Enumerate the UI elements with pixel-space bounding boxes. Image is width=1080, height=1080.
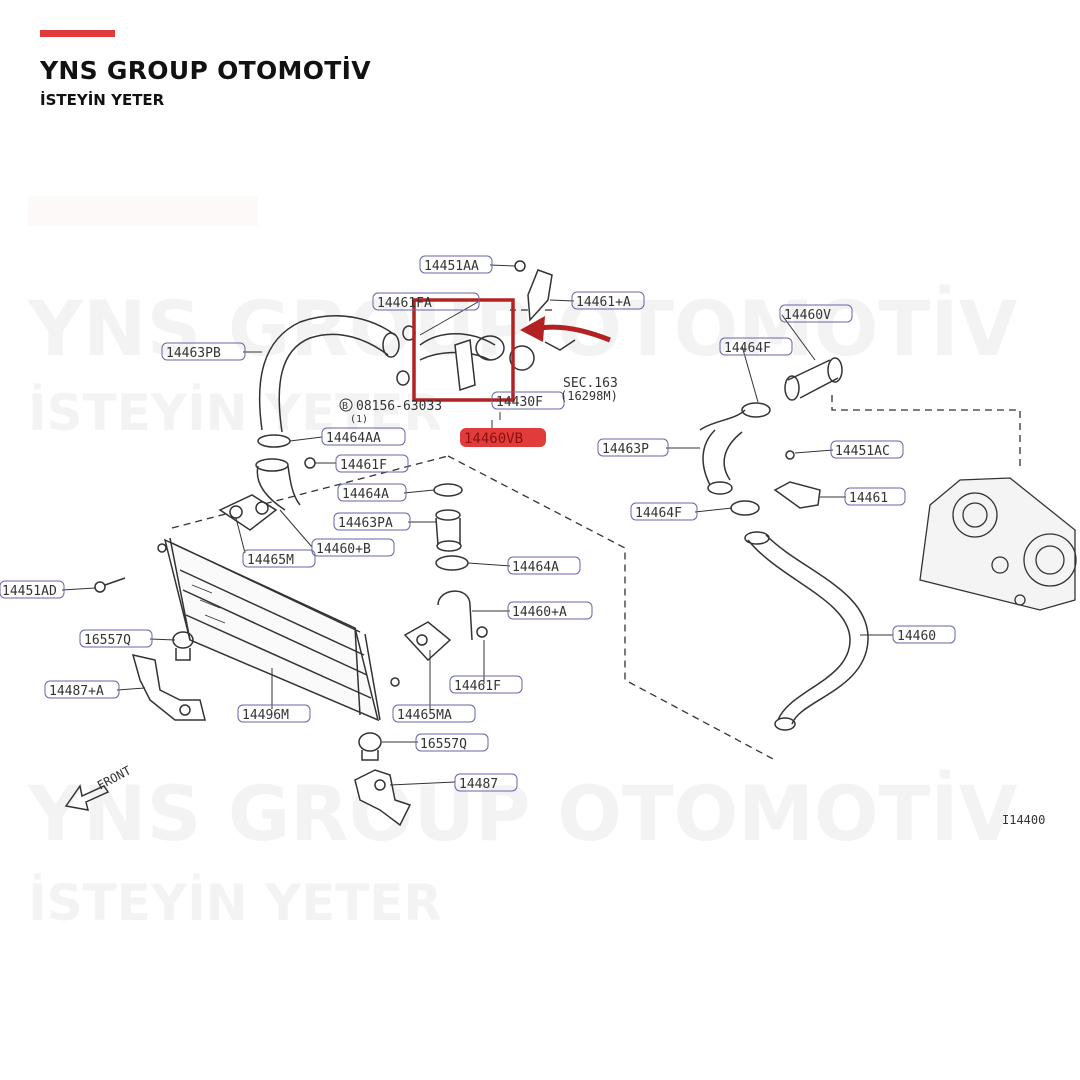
part-16557Q-bottom: 16557Q [420, 737, 467, 752]
part-14460VB: 14460VB [464, 431, 523, 447]
part-14463P: 14463P [602, 442, 649, 457]
pipe-14460B [218, 434, 316, 531]
leader-lines [61, 264, 893, 786]
drawing-code: I14400 [1002, 813, 1045, 827]
part-14430F: 14430F [496, 395, 543, 410]
watermark: YNS GROUP OTOMOTİV İSTEYİN YETER YNS GRO… [27, 283, 1018, 932]
part-14451AD: 14451AD [2, 584, 57, 599]
brand-accent-bar [40, 30, 115, 37]
part-14496M: 14496M [242, 708, 289, 723]
part-14464F-top: 14464F [724, 341, 771, 356]
part-14465MA: 14465MA [397, 708, 452, 723]
front-arrow-icon [64, 784, 110, 811]
label-boxes [0, 255, 956, 792]
bolt-symbol: B [342, 401, 348, 412]
part-08156-63033: 08156-63033 [356, 399, 442, 414]
watermark-line2: İSTEYİN YETER [28, 384, 442, 442]
watermark-line1-lower: YNS GROUP OTOMOTİV [27, 768, 1018, 858]
middle-components [403, 483, 488, 662]
sec-ref-sub: (16298M) [560, 389, 618, 403]
part-14463PA: 14463PA [338, 516, 393, 531]
part-14464A-top: 14464A [342, 487, 389, 502]
part-14460V: 14460V [784, 308, 831, 323]
sec-ref: SEC.163 [563, 376, 618, 391]
intercooler-core [163, 537, 381, 722]
part-14461FA: 14461FA [377, 296, 432, 311]
part-14451AA: 14451AA [424, 259, 479, 274]
watermark-line2-lower: İSTEYİN YETER [28, 874, 442, 932]
part-14461A: 14461+A [576, 295, 631, 310]
part-16557Q-left: 16557Q [84, 633, 131, 648]
watermark-line1: YNS GROUP OTOMOTİV [27, 283, 1018, 373]
highlight-box [412, 298, 515, 402]
part-14461F-mid: 14461F [454, 679, 501, 694]
part-14465M: 14465M [247, 553, 294, 568]
part-14461: 14461 [849, 491, 888, 506]
assembly-boundary-lines [171, 309, 1021, 761]
turbocharger [919, 477, 1077, 611]
part-14464A-mid: 14464A [512, 560, 559, 575]
highlight-part-badge [460, 428, 546, 447]
part-14487A: 14487+A [49, 684, 104, 699]
part-14461F-top: 14461F [340, 458, 387, 473]
part-14451AC: 14451AC [835, 444, 890, 459]
part-14460B: 14460+B [316, 542, 371, 557]
part-14460: 14460 [897, 629, 936, 644]
part-14464F-mid: 14464F [635, 506, 682, 521]
brand-tagline: İSTEYİN YETER [40, 91, 165, 109]
part-14464AA: 14464AA [326, 431, 381, 446]
part-14487: 14487 [459, 777, 498, 792]
hose-14463PB [258, 315, 400, 433]
part-14460A: 14460+A [512, 605, 567, 620]
part-08156-qty: (1) [350, 414, 368, 425]
right-hoses [699, 357, 869, 731]
brand-title: YNS GROUP OTOMOTİV [40, 56, 371, 85]
highlight-arrow [520, 316, 611, 343]
bolt-symbol-icon [339, 398, 353, 412]
part-14463PB: 14463PB [166, 346, 221, 361]
